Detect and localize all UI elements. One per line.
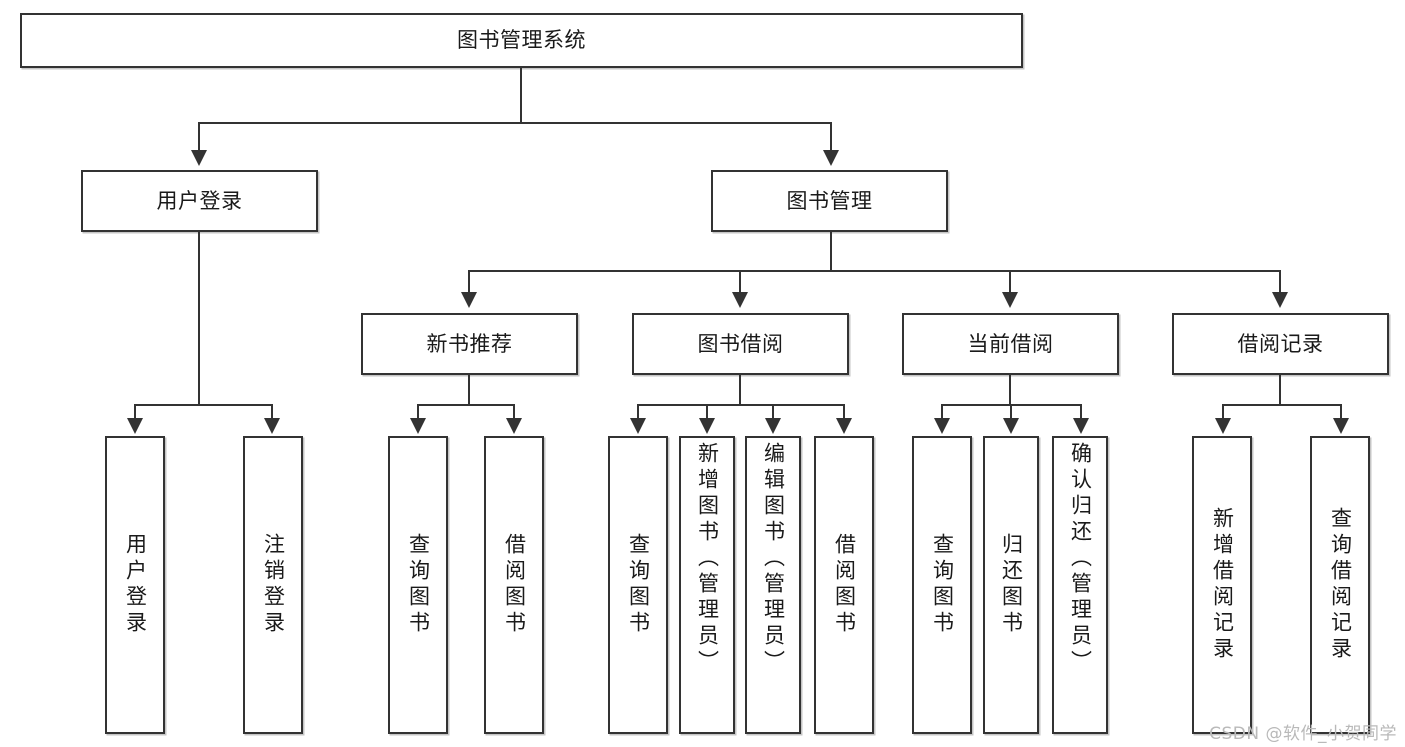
arrowhead-leaf-query-record xyxy=(1333,418,1349,434)
leaf-add-book-label: 新增图书（管理员） xyxy=(695,442,720,676)
leaf-add-record-label: 新增借阅记录 xyxy=(1210,507,1235,663)
connector-user-login-leaf1 xyxy=(134,404,136,420)
arrowhead-leaf-confirm-return xyxy=(1073,418,1089,434)
arrowhead-borrow-record xyxy=(1272,292,1288,308)
leaf-add-book[interactable]: 新增图书（管理员） xyxy=(679,436,735,734)
leaf-query-record[interactable]: 查询借阅记录 xyxy=(1310,436,1370,734)
leaf-query-book-3-label: 查询图书 xyxy=(930,533,955,637)
connector-to-borrow-record xyxy=(1279,270,1281,294)
connector-borrow-record-leaf1 xyxy=(1222,404,1224,420)
connector-new-book-stem xyxy=(468,375,470,404)
leaf-query-record-label: 查询借阅记录 xyxy=(1328,507,1353,663)
connector-user-login-bus xyxy=(134,404,272,406)
leaf-borrow-book-1-label: 借阅图书 xyxy=(502,533,527,637)
node-user-login[interactable]: 用户登录 xyxy=(81,170,318,232)
arrowhead-leaf-query-book-1 xyxy=(410,418,426,434)
node-user-login-label: 用户登录 xyxy=(156,188,243,213)
connector-book-borrow-leaf2 xyxy=(706,404,708,420)
connector-user-login-stem xyxy=(198,232,200,404)
connector-current-borrow-stem xyxy=(1009,375,1011,404)
node-current-borrow[interactable]: 当前借阅 xyxy=(902,313,1119,375)
connector-root-bus xyxy=(198,122,832,124)
node-book-manage[interactable]: 图书管理 xyxy=(711,170,948,232)
arrowhead-leaf-user-logout xyxy=(264,418,280,434)
leaf-edit-book-label: 编辑图书（管理员） xyxy=(761,442,786,676)
connector-to-new-book xyxy=(468,270,470,294)
connector-book-manage-bus xyxy=(468,270,1280,272)
leaf-return-book[interactable]: 归还图书 xyxy=(983,436,1039,734)
connector-to-current-borrow xyxy=(1009,270,1011,294)
connector-borrow-record-bus xyxy=(1222,404,1340,406)
connector-borrow-record-leaf2 xyxy=(1340,404,1342,420)
connector-book-borrow-leaf4 xyxy=(843,404,845,420)
node-borrow-record-label: 借阅记录 xyxy=(1237,331,1324,356)
arrowhead-leaf-edit-book xyxy=(765,418,781,434)
node-borrow-record[interactable]: 借阅记录 xyxy=(1172,313,1389,375)
leaf-confirm-return[interactable]: 确认归还（管理员） xyxy=(1052,436,1108,734)
node-new-book-recommend[interactable]: 新书推荐 xyxy=(361,313,578,375)
connector-new-book-leaf1 xyxy=(417,404,419,420)
leaf-borrow-book-2-label: 借阅图书 xyxy=(832,533,857,637)
arrowhead-leaf-query-book-2 xyxy=(630,418,646,434)
connector-book-borrow-stem xyxy=(739,375,741,404)
node-root-label: 图书管理系统 xyxy=(457,28,586,53)
connector-book-borrow-leaf3 xyxy=(772,404,774,420)
connector-user-login-leaf2 xyxy=(271,404,273,420)
connector-current-borrow-leaf3 xyxy=(1080,404,1082,420)
node-current-borrow-label: 当前借阅 xyxy=(967,331,1054,356)
arrowhead-new-book-recommend xyxy=(461,292,477,308)
leaf-query-book-1-label: 查询图书 xyxy=(406,533,431,637)
leaf-borrow-book-1[interactable]: 借阅图书 xyxy=(484,436,544,734)
arrowhead-leaf-add-book xyxy=(699,418,715,434)
node-book-borrow-label: 图书借阅 xyxy=(697,331,784,356)
connector-new-book-leaf2 xyxy=(513,404,515,420)
connector-to-book-manage xyxy=(830,122,832,150)
connector-new-book-bus xyxy=(417,404,513,406)
arrowhead-current-borrow xyxy=(1002,292,1018,308)
arrowhead-leaf-add-record xyxy=(1215,418,1231,434)
leaf-borrow-book-2[interactable]: 借阅图书 xyxy=(814,436,874,734)
leaf-user-login-label: 用户登录 xyxy=(123,533,148,637)
leaf-query-book-2[interactable]: 查询图书 xyxy=(608,436,668,734)
arrowhead-leaf-user-login xyxy=(127,418,143,434)
connector-root-stem xyxy=(520,68,522,122)
arrowhead-leaf-return-book xyxy=(1003,418,1019,434)
leaf-query-book-3[interactable]: 查询图书 xyxy=(912,436,972,734)
node-root[interactable]: 图书管理系统 xyxy=(20,13,1023,68)
connector-book-borrow-leaf1 xyxy=(637,404,639,420)
connector-book-borrow-bus xyxy=(637,404,843,406)
leaf-add-record[interactable]: 新增借阅记录 xyxy=(1192,436,1252,734)
connector-book-manage-stem xyxy=(830,232,832,270)
arrowhead-leaf-borrow-book-1 xyxy=(506,418,522,434)
connector-to-user-login xyxy=(198,122,200,150)
node-book-borrow[interactable]: 图书借阅 xyxy=(632,313,849,375)
arrowhead-book-borrow xyxy=(732,292,748,308)
node-book-manage-label: 图书管理 xyxy=(786,188,873,213)
arrowhead-leaf-borrow-book-2 xyxy=(836,418,852,434)
leaf-edit-book[interactable]: 编辑图书（管理员） xyxy=(745,436,801,734)
connector-current-borrow-leaf1 xyxy=(941,404,943,420)
arrowhead-leaf-query-book-3 xyxy=(934,418,950,434)
node-new-book-recommend-label: 新书推荐 xyxy=(426,331,513,356)
connector-borrow-record-stem xyxy=(1279,375,1281,404)
arrowhead-book-manage xyxy=(823,150,839,166)
leaf-query-book-1[interactable]: 查询图书 xyxy=(388,436,448,734)
connector-current-borrow-leaf2 xyxy=(1010,404,1012,420)
leaf-user-logout[interactable]: 注销登录 xyxy=(243,436,303,734)
leaf-user-logout-label: 注销登录 xyxy=(261,533,286,637)
leaf-return-book-label: 归还图书 xyxy=(999,533,1024,637)
leaf-query-book-2-label: 查询图书 xyxy=(626,533,651,637)
connector-to-book-borrow xyxy=(739,270,741,294)
arrowhead-user-login xyxy=(191,150,207,166)
leaf-user-login[interactable]: 用户登录 xyxy=(105,436,165,734)
leaf-confirm-return-label: 确认归还（管理员） xyxy=(1068,442,1093,676)
